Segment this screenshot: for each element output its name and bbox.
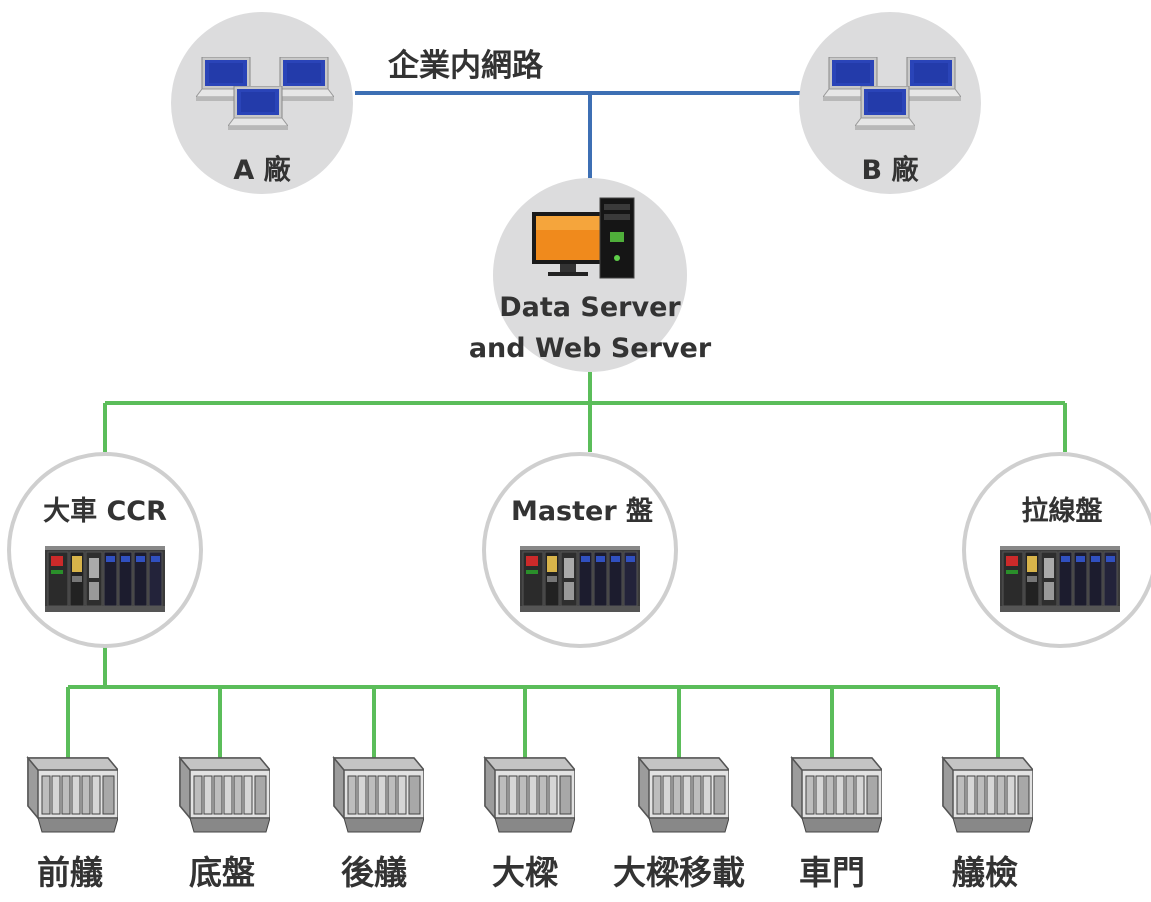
panel-label: Master 盤: [510, 496, 654, 527]
plc-icon: [520, 545, 640, 613]
panel-node-master: [482, 452, 678, 648]
station-label: 大樑: [492, 853, 558, 892]
station-label: 車門: [799, 853, 865, 892]
enterprise-network-label: 企業内網路: [388, 48, 543, 84]
rack-icon: [791, 757, 882, 833]
rack-icon: [333, 757, 424, 833]
rack-icon: [27, 757, 118, 833]
laptop-icon: [855, 86, 915, 131]
laptop-icon: [901, 57, 961, 102]
tower-pc-icon: [599, 197, 635, 279]
rack-icon: [484, 757, 575, 833]
server-node: [493, 178, 687, 372]
station-racks: [27, 757, 1033, 833]
station-label: 底盤: [189, 853, 255, 892]
panel-label: 大車 CCR: [43, 496, 167, 527]
enterprise-network-lines: [355, 91, 808, 182]
server-label-line2: and Web Server: [468, 333, 712, 364]
monitor-icon: [532, 212, 604, 276]
laptop-icon: [228, 86, 288, 131]
plc-icon: [1000, 545, 1120, 613]
station-label: 後艤: [341, 853, 407, 892]
rack-icon: [638, 757, 729, 833]
server-label-line1: Data Server: [499, 292, 681, 323]
station-label: 艤檢: [952, 853, 1018, 892]
laptop-icon: [274, 57, 334, 102]
plant-a-node: [171, 12, 353, 194]
plant-b-node: [799, 12, 981, 194]
plc-icon: [45, 545, 165, 613]
station-label: 大樑移載: [613, 853, 745, 892]
rack-icon: [942, 757, 1033, 833]
panel-node-ccr: [7, 452, 203, 648]
rack-icon: [179, 757, 270, 833]
control-network-lines: [66, 372, 1067, 760]
panel-node-wire: [962, 452, 1151, 648]
plant-b-label: B 廠: [861, 155, 919, 186]
station-label: 前艤: [37, 853, 103, 892]
plant-a-label: A 廠: [233, 155, 291, 186]
panel-label: 拉線盤: [1021, 496, 1103, 527]
